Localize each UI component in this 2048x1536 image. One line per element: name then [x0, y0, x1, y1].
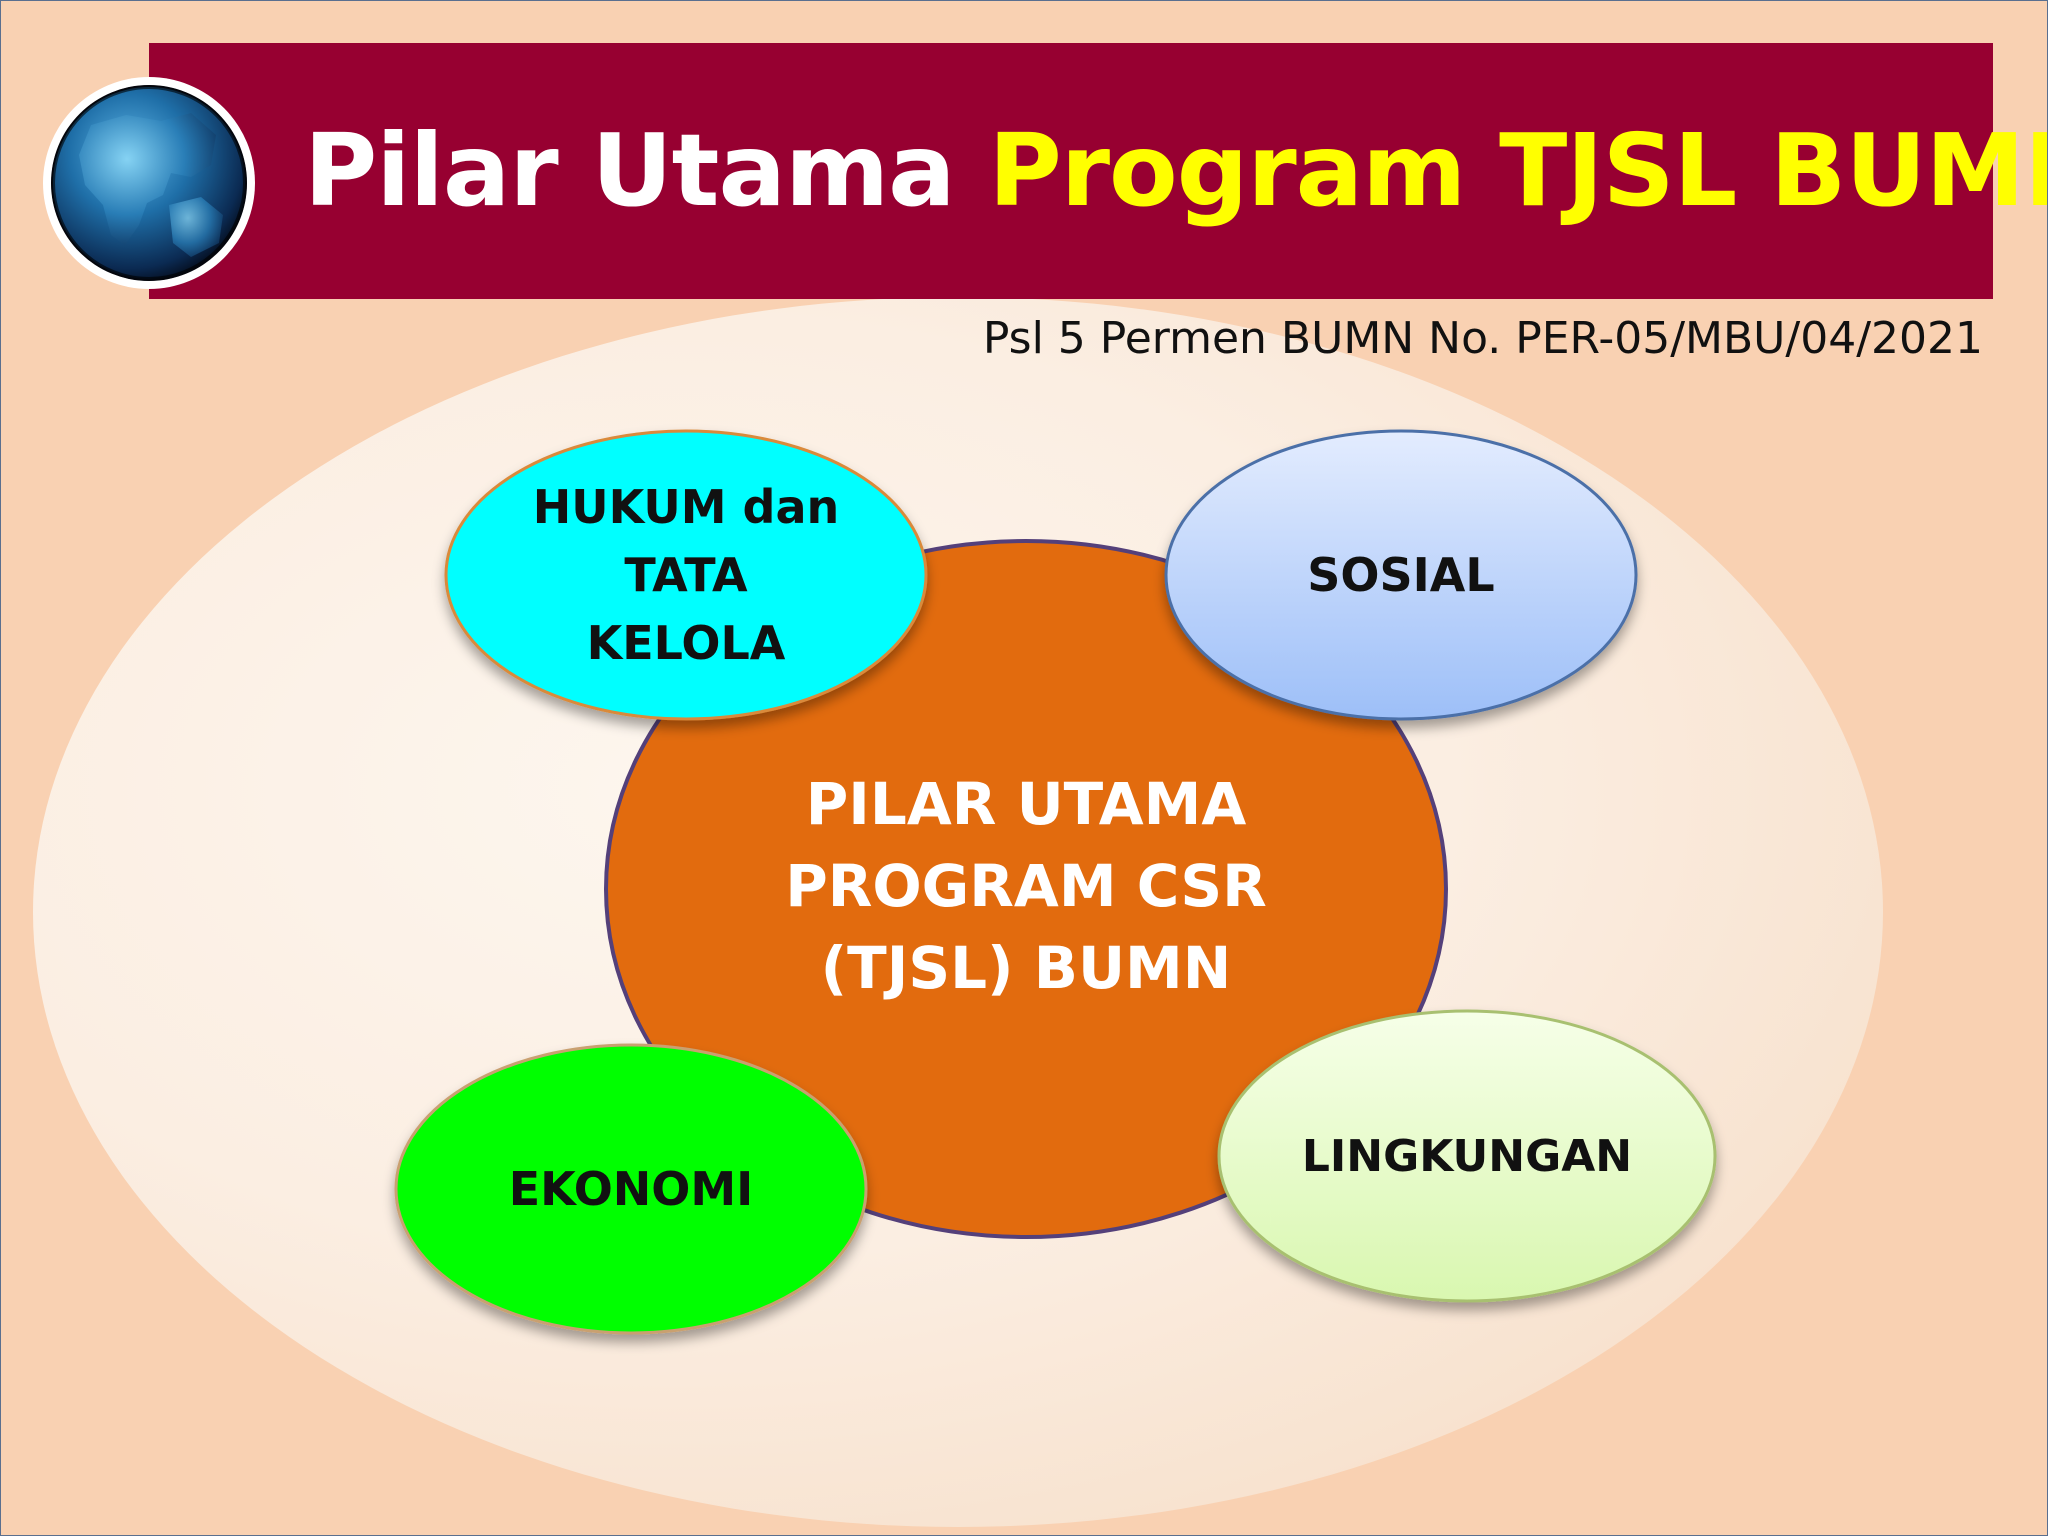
title-part-white: Pilar Utama — [304, 112, 956, 229]
center-label: PILAR UTAMA PROGRAM CSR (TJSL) BUMN — [606, 541, 1446, 1231]
center-label-line-3: (TJSL) BUMN — [820, 934, 1232, 1002]
globe-graphic — [51, 85, 247, 281]
hukum-label-line-2: TATA — [624, 548, 748, 602]
ekonomi-ellipse — [394, 1043, 868, 1335]
sosial-label: SOSIAL — [1166, 431, 1636, 719]
center-label-line-1: PILAR UTAMA — [805, 770, 1247, 838]
hukum-label-line-3: KELOLA — [586, 616, 786, 670]
regulation-reference: Psl 5 Permen BUMN No. PER-05/MBU/04/2021 — [982, 313, 1983, 364]
ekonomi-label-text: EKONOMI — [508, 1162, 754, 1216]
lingkungan-label: LINGKUNGAN — [1219, 1011, 1715, 1301]
globe-icon — [43, 77, 255, 289]
title-part-yellow: Program TJSL BUMN — [988, 112, 2048, 229]
hukum-label: HUKUM dan TATA KELOLA — [446, 431, 926, 719]
center-label-line-2: PROGRAM CSR — [785, 852, 1267, 920]
slide-title: Pilar Utama Program TJSL BUMN — [304, 43, 2048, 299]
title-banner — [149, 43, 1993, 299]
sosial-ellipse — [1164, 429, 1638, 721]
lingkungan-ellipse — [1217, 1009, 1717, 1303]
ekonomi-label: EKONOMI — [396, 1045, 866, 1333]
sosial-label-text: SOSIAL — [1307, 548, 1495, 602]
hukum-ellipse — [444, 429, 928, 721]
lingkungan-label-text: LINGKUNGAN — [1301, 1130, 1633, 1182]
globe-image — [51, 85, 247, 281]
center-ellipse — [604, 539, 1448, 1239]
hukum-label-line-1: HUKUM dan — [532, 480, 840, 534]
